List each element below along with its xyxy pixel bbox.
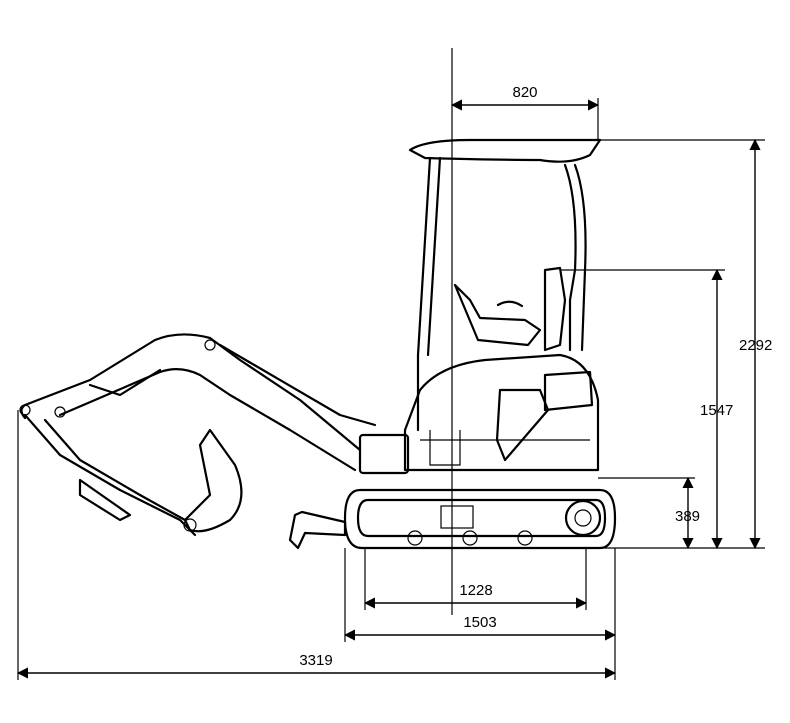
excavator-outline <box>19 138 617 550</box>
dimension-ground-clearance: 389 <box>675 476 700 550</box>
dimension-seat-height: 1547 <box>700 268 733 550</box>
reference-lines <box>17 48 765 680</box>
dimension-cab-offset: 820 <box>450 84 600 111</box>
dimension-label-track-length: 1228 <box>459 582 492 599</box>
dimension-overall-track-length: 1503 <box>343 614 617 641</box>
dimension-overall-length: 3319 <box>16 652 617 679</box>
dimension-label-overall-height: 2292 <box>739 337 772 354</box>
dimension-label-overall-length: 3319 <box>299 652 332 669</box>
dimension-label-seat-height: 1547 <box>700 402 733 419</box>
dimension-label-ground-clearance: 389 <box>675 508 700 525</box>
dimension-track-length: 1228 <box>363 582 588 609</box>
dimension-label-overall-track-length: 1503 <box>463 614 496 631</box>
dimension-overall-height: 2292 <box>739 138 772 550</box>
dimension-label-cab-offset: 820 <box>512 84 537 101</box>
